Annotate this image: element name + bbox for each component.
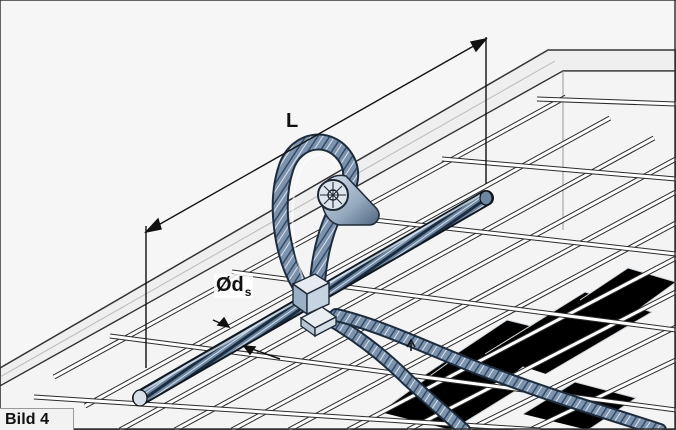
diameter-label: Øds: [214, 274, 254, 299]
anchor-plate: [317, 174, 380, 226]
length-label: L: [286, 110, 299, 132]
clamp-block: [291, 273, 338, 338]
length-dimension-line: [144, 37, 488, 368]
diameter-dimension-line: [212, 316, 281, 360]
sling-strands: [303, 301, 667, 430]
figure-caption: Bild 4: [5, 411, 50, 428]
figure-caption-box: Bild 4: [0, 408, 74, 430]
lifting-loop: [271, 133, 360, 298]
diameter-symbol: Ød: [216, 274, 244, 296]
diameter-subscript: s: [244, 285, 252, 299]
